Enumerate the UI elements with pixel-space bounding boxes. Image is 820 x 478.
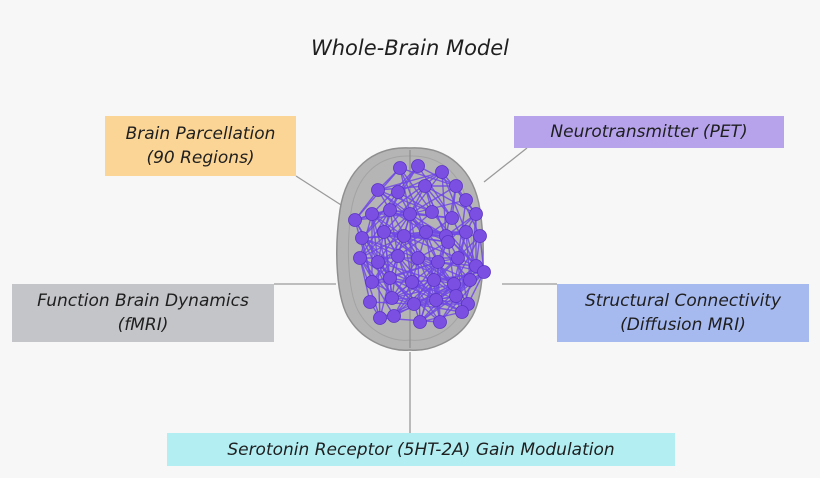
network-edge xyxy=(391,257,419,299)
brain-parcellation-box: Brain Parcellation (90 Regions) xyxy=(105,116,296,176)
network-edge xyxy=(409,185,457,215)
network-node xyxy=(383,271,397,285)
function-brain-dynamics-sublabel: (fMRI) xyxy=(117,315,169,335)
network-node xyxy=(391,185,405,199)
network-node xyxy=(371,255,385,269)
network-node xyxy=(459,193,473,207)
network-edge xyxy=(403,235,449,243)
network-edge xyxy=(377,189,433,213)
network-edge xyxy=(359,257,395,317)
diagram-title: Whole-Brain Model xyxy=(310,36,510,60)
network-node xyxy=(433,315,447,329)
network-node xyxy=(363,295,377,309)
network-node xyxy=(348,213,362,227)
network-node xyxy=(429,293,443,307)
structural-connectivity-sublabel: (Diffusion MRI) xyxy=(620,315,746,335)
network-edge xyxy=(419,295,457,323)
network-edge xyxy=(377,231,427,263)
network-edge xyxy=(403,235,413,283)
network-node xyxy=(387,309,401,323)
network-node xyxy=(365,275,379,289)
network-node xyxy=(413,315,427,329)
network-node xyxy=(407,297,421,311)
network-edge xyxy=(399,167,411,215)
structural-connectivity-label: Structural Connectivity xyxy=(584,291,782,311)
network-edge xyxy=(391,279,435,299)
network-node xyxy=(353,251,367,265)
network-edge xyxy=(424,185,453,219)
structural-connectivity-box: Structural Connectivity (Diffusion MRI) xyxy=(557,284,809,342)
network-node xyxy=(435,165,449,179)
network-edge xyxy=(424,185,477,215)
network-node xyxy=(431,255,445,269)
network-edge xyxy=(377,261,381,319)
network-edge xyxy=(409,171,443,215)
network-edge xyxy=(417,257,437,301)
network-edge xyxy=(447,241,455,285)
network-node xyxy=(411,159,425,173)
network-node xyxy=(383,203,397,217)
brain-parcellation-label: Brain Parcellation xyxy=(125,124,276,144)
network-edge xyxy=(389,171,443,211)
neurotransmitter-label: Neurotransmitter (PET) xyxy=(550,122,748,142)
serotonin-gain-modulation-label: Serotonin Receptor (5HT-2A) Gain Modulat… xyxy=(227,439,615,460)
network-node xyxy=(397,229,411,243)
network-edge xyxy=(383,185,426,233)
network-edge xyxy=(409,199,467,215)
network-edge xyxy=(389,261,439,279)
network-node xyxy=(447,277,461,291)
serotonin-gain-modulation-box: Serotonin Receptor (5HT-2A) Gain Modulat… xyxy=(167,433,675,466)
network-node xyxy=(459,225,473,239)
function-brain-dynamics-label: Function Brain Dynamics xyxy=(37,291,249,311)
network-node xyxy=(449,179,463,193)
network-node xyxy=(425,205,439,219)
network-edge xyxy=(359,235,405,259)
network-node xyxy=(419,225,433,239)
network-node xyxy=(449,289,463,303)
network-edge xyxy=(433,271,485,281)
network-edge xyxy=(425,231,471,281)
network-edge xyxy=(359,257,371,303)
network-node xyxy=(405,275,419,289)
network-node xyxy=(469,207,483,221)
network-node xyxy=(463,273,477,287)
network-node xyxy=(371,183,385,197)
function-brain-dynamics-box: Function Brain Dynamics (fMRI) xyxy=(12,284,274,342)
network-node xyxy=(393,161,407,175)
network-edge xyxy=(393,261,439,317)
network-edge xyxy=(359,257,413,283)
network-edge xyxy=(361,231,427,239)
network-node xyxy=(391,249,405,263)
network-nodes xyxy=(348,159,491,329)
network-node xyxy=(451,251,465,265)
network-node xyxy=(473,229,487,243)
network-node xyxy=(403,207,417,221)
network-edge xyxy=(371,235,405,283)
network-node xyxy=(445,211,459,225)
network-edge xyxy=(441,171,447,237)
network-node xyxy=(427,273,441,287)
network-edge xyxy=(377,213,411,263)
network-node xyxy=(411,251,425,265)
network-node xyxy=(455,305,469,319)
network-node xyxy=(373,311,387,325)
network-node xyxy=(385,291,399,305)
network-node xyxy=(477,265,491,279)
network-edge xyxy=(361,237,419,259)
network-node xyxy=(418,179,432,193)
brain-parcellation-sublabel: (90 Regions) xyxy=(146,148,255,168)
network-edge xyxy=(377,171,443,191)
network-edge xyxy=(391,283,455,299)
network-edge xyxy=(445,185,457,237)
network-node xyxy=(365,207,379,221)
network-node xyxy=(355,231,369,245)
network-node xyxy=(441,235,455,249)
neurotransmitter-box: Neurotransmitter (PET) xyxy=(514,116,784,148)
network-node xyxy=(377,225,391,239)
connector-neurotransmitter xyxy=(483,147,528,183)
